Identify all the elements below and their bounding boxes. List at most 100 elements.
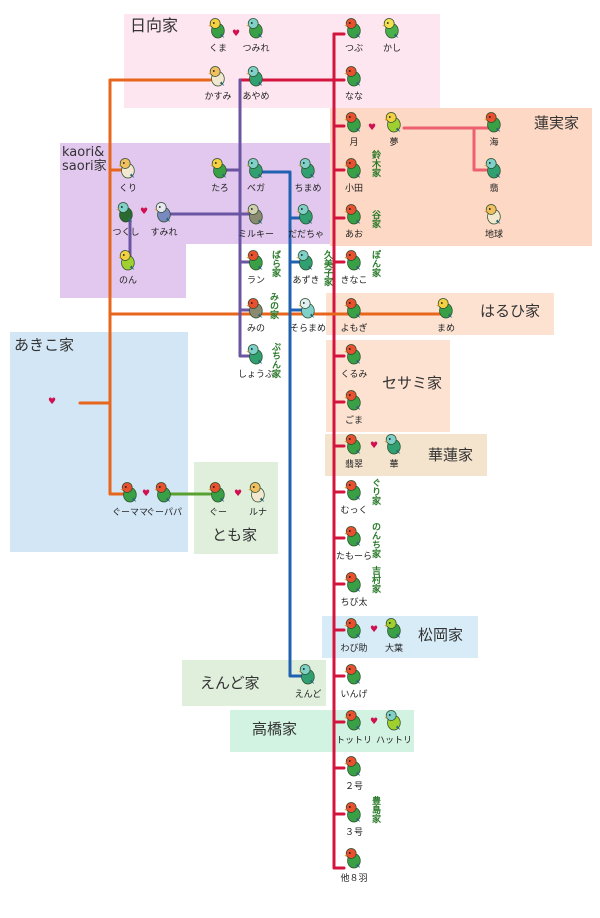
branch-label-tani: 谷家 bbox=[370, 210, 380, 228]
bird-umi-icon bbox=[484, 112, 501, 133]
tomo-family-box bbox=[194, 462, 278, 554]
orange-main-line bbox=[108, 78, 212, 496]
bird-name-wabisuke: わび助 bbox=[340, 644, 368, 654]
branch-label-yoshimura: 吉村家 bbox=[370, 566, 380, 593]
branch-label-kubo: 久美子家 bbox=[322, 250, 332, 286]
bird-kashi-icon bbox=[382, 18, 399, 39]
bird-name-umi: 海 bbox=[489, 138, 499, 148]
bird-dadacha-icon bbox=[296, 204, 313, 225]
bird-runa-icon bbox=[248, 482, 265, 503]
branch-label-bara: ばら家 bbox=[270, 250, 280, 277]
bird-name-tsukushi: つくし bbox=[112, 228, 140, 238]
branch-label-toyoshima: 豊島家 bbox=[370, 796, 380, 823]
akiko-family-box bbox=[10, 332, 188, 552]
hasumi-family-box bbox=[330, 108, 592, 246]
bird-name-gu: ぐー bbox=[208, 508, 228, 518]
bird-mukku-icon bbox=[344, 480, 361, 501]
heart-icon: ♥ bbox=[142, 489, 151, 499]
bird-gumama-icon bbox=[120, 482, 137, 503]
bird-shoubu-icon bbox=[246, 344, 263, 365]
bird-name-hisui2: 翡翠 bbox=[344, 460, 364, 470]
bird-hisui2-icon bbox=[344, 434, 361, 455]
bird-name-yume: 夢 bbox=[389, 138, 399, 148]
bird-goma-icon bbox=[344, 390, 361, 411]
bird-name-daiyo: 大葉 bbox=[384, 644, 404, 654]
bird-endo-icon bbox=[298, 664, 315, 685]
bird-name-runa: ルナ bbox=[248, 508, 268, 518]
takahashi-family-box bbox=[230, 710, 414, 752]
bird-name-goma: ごま bbox=[344, 416, 364, 426]
bird-name-ran: ラン bbox=[246, 276, 266, 286]
branch-label-mino_ke: みの家 bbox=[268, 292, 278, 319]
bird-name-oda: 小田 bbox=[344, 184, 364, 194]
bird-name-tamora: たもーら bbox=[335, 552, 373, 562]
tomo-family-label: とも家 bbox=[212, 526, 258, 544]
hasumi-family-label: 蓮実家 bbox=[534, 114, 580, 132]
bird-inge-icon bbox=[344, 664, 361, 685]
bird-kasumi-icon bbox=[208, 66, 225, 87]
bird-name-hisui: 翡 bbox=[489, 184, 499, 194]
bird-tamora-icon bbox=[344, 526, 361, 547]
matsuoka-family-label: 松岡家 bbox=[418, 626, 464, 644]
bird-name-dadacha: だだちゃ bbox=[287, 230, 325, 240]
bird-tatsu-icon bbox=[210, 158, 227, 179]
bird-bega-icon bbox=[246, 158, 263, 179]
bird-nana-icon bbox=[344, 66, 361, 87]
bird-tsukushi-icon bbox=[116, 202, 133, 223]
bird-ran-icon bbox=[246, 250, 263, 271]
bird-name-chibita: ちび太 bbox=[340, 598, 368, 608]
heart-icon: ♥ bbox=[140, 207, 149, 217]
bird-daiyo-icon bbox=[384, 618, 401, 639]
bird-ayame-icon bbox=[246, 66, 263, 87]
bird-name-ao: あお bbox=[344, 230, 364, 240]
heart-icon: ♥ bbox=[370, 625, 379, 635]
bird-yomogi-icon bbox=[344, 298, 361, 319]
bird-name-kurumi: くるみ bbox=[340, 370, 368, 380]
bird-name-kinako: きなこ bbox=[340, 276, 368, 286]
bird-name-no2: ２号 bbox=[344, 782, 364, 792]
bird-gupapa-icon bbox=[154, 482, 171, 503]
bird-name-soramame: そらまめ bbox=[289, 324, 327, 334]
bird-hana-icon bbox=[384, 434, 401, 455]
bird-name-inge: いんげ bbox=[340, 690, 368, 700]
bird-name-bega: べガ bbox=[246, 184, 266, 194]
bird-name-kasumi: かすみ bbox=[204, 92, 232, 102]
bird-non-icon bbox=[118, 250, 135, 271]
bird-no3-icon bbox=[344, 802, 361, 823]
bird-soramame-icon bbox=[298, 298, 315, 319]
bird-name-kuri: くり bbox=[118, 184, 138, 194]
bird-no2-icon bbox=[344, 756, 361, 777]
heart-icon: ♥ bbox=[370, 717, 379, 727]
sesami-family-label: セサミ家 bbox=[382, 374, 443, 392]
bird-azuki-icon bbox=[296, 250, 313, 271]
bird-chimame-icon bbox=[298, 158, 315, 179]
pink-hasumi-line bbox=[402, 126, 488, 172]
branch-label-suzuki: 鈴木家 bbox=[370, 150, 380, 177]
bird-name-tsubu: つぶ bbox=[344, 44, 364, 54]
bird-name-shoubu: しょうぶ bbox=[237, 370, 275, 380]
bird-miruki-icon bbox=[246, 204, 263, 225]
bird-name-hattori: ハットリ bbox=[375, 736, 413, 746]
sesami-family-box bbox=[326, 340, 450, 432]
haruhi-family-label: はるひ家 bbox=[480, 302, 541, 320]
endo-family-label: えんど家 bbox=[200, 674, 260, 692]
bird-name-chikyu: 地球 bbox=[484, 230, 504, 240]
bird-chibita-icon bbox=[344, 572, 361, 593]
bird-hattori-icon bbox=[384, 710, 401, 731]
bird-mino-icon bbox=[246, 298, 263, 319]
bird-name-mame: まめ bbox=[436, 324, 456, 334]
karen-family-label: 華蓮家 bbox=[428, 446, 474, 464]
bird-kinako-icon bbox=[344, 250, 361, 271]
bird-name-sumire: すみれ bbox=[150, 228, 178, 238]
takahashi-family-label: 高橋家 bbox=[252, 720, 298, 738]
branch-label-kuri_ke: ぐり家 bbox=[370, 478, 380, 505]
heart-icon: ♥ bbox=[232, 29, 241, 39]
bird-name-mukku: むっく bbox=[340, 506, 368, 516]
purple-main-line bbox=[238, 78, 252, 358]
heart-icon: ♥ bbox=[234, 489, 243, 499]
bird-name-tsumire: つみれ bbox=[242, 44, 270, 54]
bird-tsubu-icon bbox=[344, 18, 361, 39]
heart-icon: ♥ bbox=[370, 441, 379, 451]
bird-name-others: 他８羽 bbox=[340, 874, 368, 884]
